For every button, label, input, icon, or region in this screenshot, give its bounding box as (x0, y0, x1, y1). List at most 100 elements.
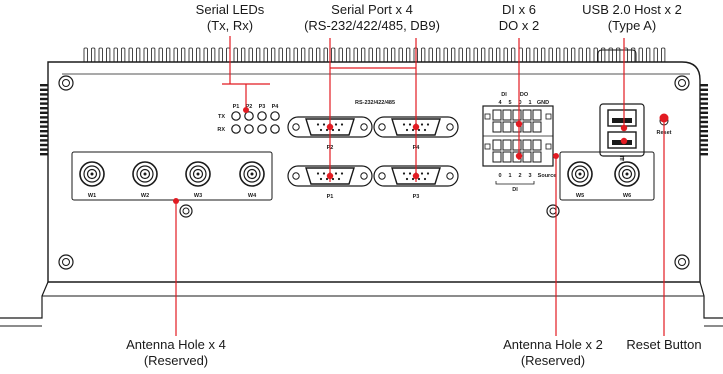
cooling-fin (653, 47, 658, 63)
dio-top-num-5: 5 (508, 100, 511, 106)
cooling-fin (353, 47, 358, 63)
callout-dot-dio-top (515, 120, 523, 128)
vent-slot-right (700, 111, 708, 114)
cooling-fin (466, 47, 471, 63)
cooling-fin (571, 47, 576, 63)
vent-slot-left (40, 120, 48, 124)
cooling-fin (481, 47, 486, 63)
callout-dot-leds (243, 107, 249, 113)
cooling-fin (638, 47, 643, 63)
cooling-fin (241, 47, 246, 63)
led-row-tx: TX (218, 114, 225, 120)
led-col-p2: P2 (246, 104, 253, 110)
dio-terminal (532, 151, 542, 163)
cooling-fin (143, 47, 148, 63)
led-col-p4: P4 (272, 104, 280, 110)
vent-slot-left (40, 88, 48, 91)
dio-terminal (532, 121, 542, 133)
vent-slot-left (40, 143, 48, 147)
vent-slot-right (700, 148, 708, 151)
cooling-fin (166, 47, 171, 63)
cooling-fin (323, 47, 328, 63)
cooling-fin (308, 47, 313, 63)
callout-dot-port-p4 (412, 123, 420, 131)
callout-line-serial-port (329, 38, 417, 182)
led-col-p3: P3 (259, 104, 266, 110)
cooling-fin (361, 47, 366, 63)
callout-antenna4-line2: (Reserved) (144, 353, 208, 368)
cooling-fin (83, 47, 88, 63)
antenna-connector-w6: W6 (614, 161, 640, 199)
vent-slot-left (40, 84, 48, 87)
cooling-fin (563, 47, 568, 63)
callout-antenna2-line2: (Reserved) (521, 353, 585, 368)
serial-led-block: P1 P2 P3 P4 TX RX (217, 104, 280, 134)
vent-slot-left (40, 102, 48, 105)
callout-dot-port-p2 (326, 123, 334, 131)
dio-top-num-0: 0 (518, 100, 521, 106)
antenna-label: W3 (194, 193, 202, 199)
cooling-fin (541, 47, 546, 63)
dio-terminal (522, 109, 532, 121)
fin-bracket (597, 49, 637, 62)
callout-dio-line2: DO x 2 (499, 18, 539, 33)
dio-terminal (502, 109, 512, 121)
cooling-fin (376, 47, 381, 63)
port-label: P3 (413, 194, 420, 200)
antenna-label: W1 (88, 193, 96, 199)
callout-serial-leds-line1: Serial LEDs (196, 2, 265, 17)
cooling-fin (593, 47, 598, 63)
dio-terminal (502, 139, 512, 151)
callout-usb-line2: (Type A) (608, 18, 656, 33)
serial-led (257, 111, 267, 121)
cooling-fin (211, 47, 216, 63)
dio-source: Source (538, 173, 557, 179)
vent-slot-left (40, 130, 48, 133)
cooling-fin (548, 47, 553, 63)
serial-led (257, 124, 267, 134)
vent-slot-right (700, 134, 708, 137)
callout-dot-port-p3 (412, 172, 420, 180)
cooling-fin (106, 47, 111, 63)
cooling-fin (196, 47, 201, 63)
dio-terminal (522, 139, 532, 151)
vent-slot-right (700, 102, 708, 105)
vent-slot-left (40, 111, 48, 114)
antenna-hole-right (546, 204, 560, 218)
antenna-label: W5 (576, 193, 584, 199)
port-label: P1 (327, 194, 334, 200)
vent-slot-right (700, 84, 708, 87)
dio-terminal (492, 109, 502, 121)
vent-slot-right (700, 139, 708, 142)
cooling-fin (533, 47, 538, 63)
cooling-fin (406, 47, 411, 63)
cooling-fin (218, 47, 223, 63)
cooling-fin (91, 47, 96, 63)
rs-header-label: RS-232/422/485 (355, 100, 395, 106)
vent-slot-left (40, 153, 48, 156)
cooling-fin (661, 47, 666, 63)
antenna-connector-w2: W2 (132, 161, 158, 199)
antenna-connector-w1: W1 (79, 161, 105, 199)
cooling-fin (511, 47, 516, 63)
cooling-fin (286, 47, 291, 63)
vent-slot-left (40, 107, 48, 110)
dio-terminal (512, 109, 522, 121)
vent-slot-right (700, 130, 708, 133)
dio-terminal (492, 139, 502, 151)
usb-block: ⇶ (599, 103, 645, 162)
callout-dot-reset (659, 113, 669, 123)
dio-top-di: DI (501, 92, 507, 98)
dio-gnd: GND (537, 100, 549, 106)
cooling-fin (256, 47, 261, 63)
dio-terminal (492, 151, 502, 163)
cooling-fin (526, 47, 531, 63)
corner-screw-bottom-right (674, 254, 690, 270)
serial-led (244, 111, 254, 121)
corner-screw-top-left (58, 75, 74, 91)
cooling-fin (226, 47, 231, 63)
antenna-label: W2 (141, 193, 149, 199)
antenna-group-right-frame (559, 151, 655, 201)
vent-slot-right (700, 120, 708, 124)
